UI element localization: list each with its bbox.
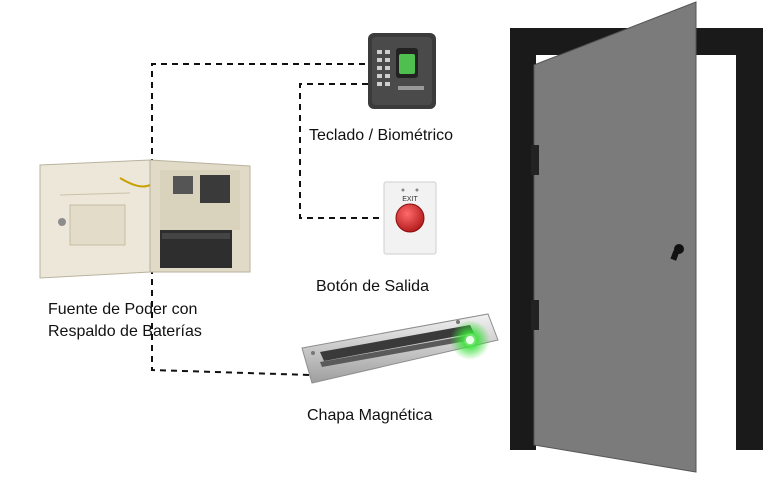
power-supply-image bbox=[39, 159, 251, 279]
wire-keypad-to-exit-button bbox=[299, 83, 382, 219]
exit-button-image: EXIT bbox=[383, 181, 437, 255]
keypad-label: Teclado / Biométrico bbox=[309, 127, 454, 144]
power-supply-label-line2: Respaldo de Baterías bbox=[48, 323, 202, 340]
keypad-image bbox=[368, 33, 436, 109]
power-supply-label-line1: Fuente de Poder con bbox=[48, 301, 198, 318]
maglock-label: Chapa Magnética bbox=[307, 407, 433, 424]
wiring bbox=[151, 63, 382, 376]
wire-power-to-maglock bbox=[151, 268, 311, 376]
maglock-image bbox=[301, 313, 499, 384]
exit-button-label: Botón de Salida bbox=[316, 278, 429, 295]
wire-power-to-keypad bbox=[151, 63, 368, 165]
exit-button-face-text: EXIT bbox=[402, 196, 418, 203]
door-image bbox=[510, 1, 763, 473]
